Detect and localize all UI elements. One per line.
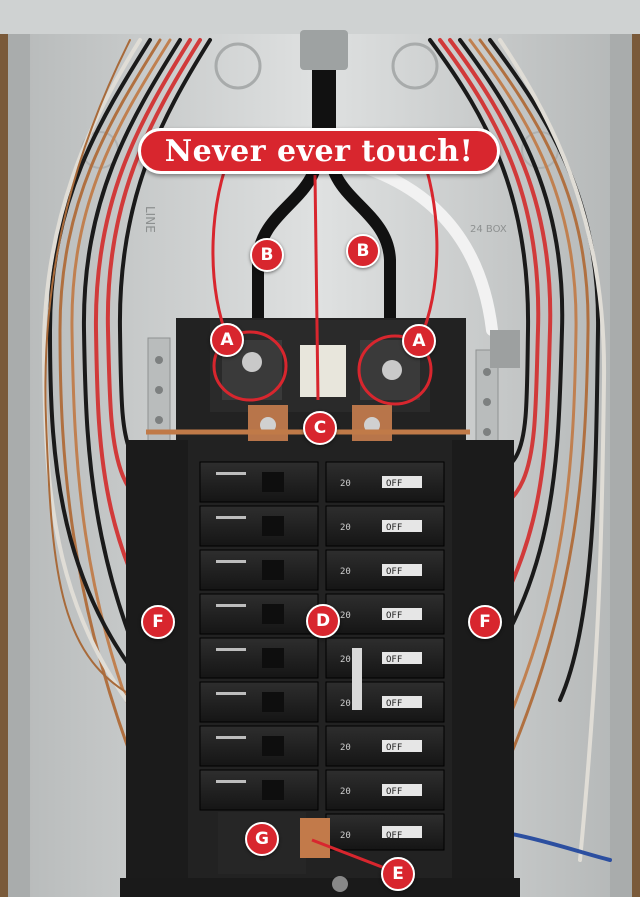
panel-box-top-edge [0,0,640,34]
marker-f-left: F [141,605,175,639]
line-stamp: LINE [143,206,157,233]
marker-g: G [245,822,279,856]
box-stamp: 24 BOX [470,224,507,235]
breaker-off-label: OFF [386,611,402,621]
breaker-amp-label: 20 [340,567,351,577]
breaker-amp-label: 20 [340,743,351,753]
breaker-off-label: OFF [386,787,402,797]
tie-bar [352,648,362,710]
breaker-amp-label: 20 [340,699,351,709]
breaker-amp-label: 20 [340,611,351,621]
knockout [214,42,262,90]
marker-e: E [381,857,415,891]
breaker-off-label: OFF [386,699,402,709]
neutral-lug [490,330,520,368]
breaker-off-label: OFF [386,831,402,841]
breaker-amp-label: 20 [340,831,351,841]
breaker-off-label: OFF [386,523,402,533]
warning-callout-banner: Never ever touch! [138,128,500,174]
breaker-off-label: OFF [386,655,402,665]
lug-screw-left [242,352,262,372]
marker-b-right: B [346,234,380,268]
panel-left-flange [8,34,30,897]
breakers-right-column [325,461,445,851]
deck-left-rail [126,440,188,880]
breaker-amp-label: 20 [340,479,351,489]
knockout [391,42,439,90]
lug-screw-right [382,360,402,380]
right-wire-bundle [428,38,612,862]
main-label-sticker [300,345,346,397]
breakers-left-column [199,461,319,811]
marker-f-right: F [468,605,502,639]
copper-tab [300,818,330,858]
breaker-off-label: OFF [386,567,402,577]
cable-connector [300,30,348,70]
breaker-amp-label: 20 [340,523,351,533]
marker-c: C [303,411,337,445]
breaker-amp-label: 20 [340,787,351,797]
deck-bottom [120,878,520,897]
marker-b-left: B [250,238,284,272]
breaker-off-label: OFF [386,743,402,753]
breaker-amp-label: 20 [340,655,351,665]
marker-a-right: A [402,324,436,358]
deck-right-rail [452,440,514,880]
marker-a-left: A [210,323,244,357]
breaker-off-label: OFF [386,479,402,489]
panel-right-flange [610,34,632,897]
marker-d: D [306,604,340,638]
